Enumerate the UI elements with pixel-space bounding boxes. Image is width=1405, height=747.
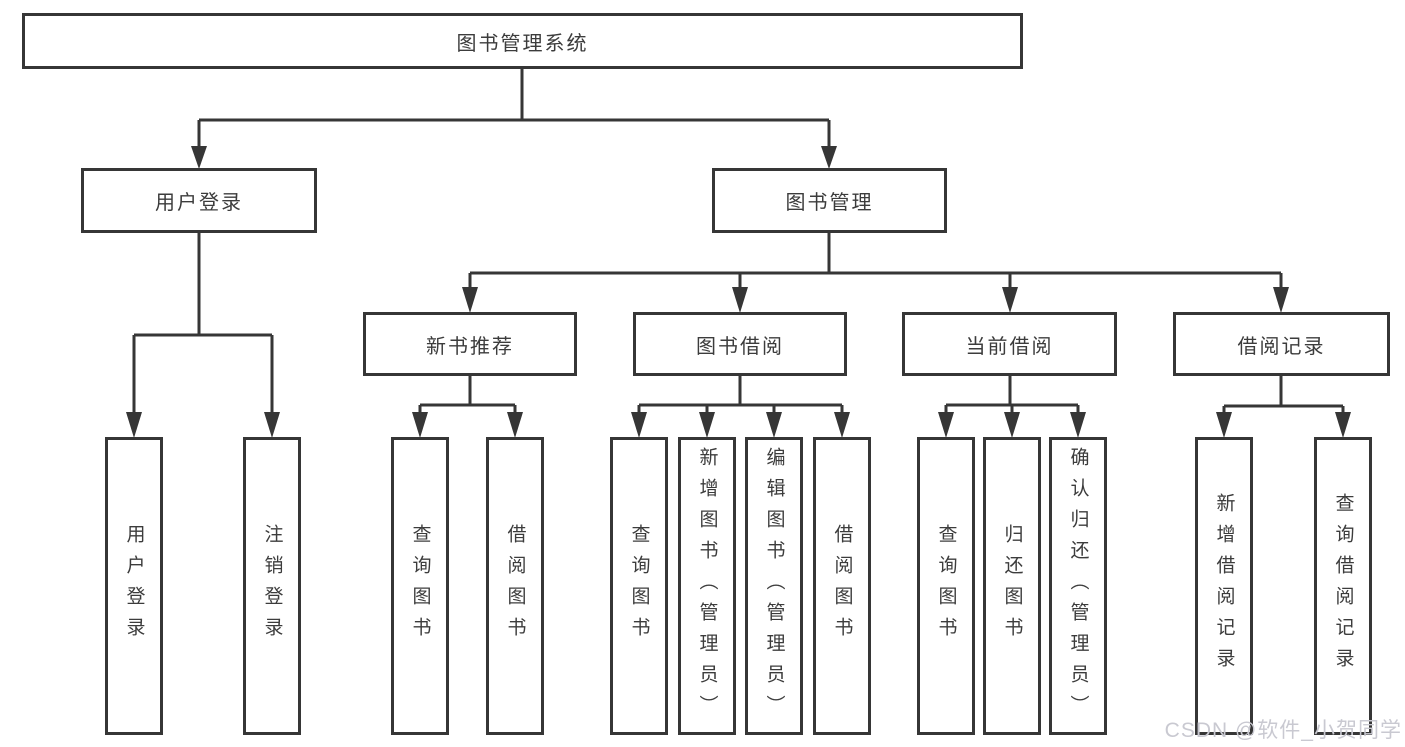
- node-current-borrow: 当前借阅: [902, 312, 1117, 376]
- connector-new-books-children: [412, 376, 523, 438]
- leaf-logout-label: 注销登录: [261, 524, 283, 648]
- leaf-query-books-newbooks: 查询图书: [391, 437, 449, 735]
- node-user-login-label: 用户登录: [155, 192, 243, 214]
- leaf-query-books-borrow-label: 查询图书: [628, 524, 650, 648]
- connector-borrow-records-children: [1216, 376, 1351, 438]
- node-borrow-records-label: 借阅记录: [1237, 335, 1326, 358]
- leaf-query-books-borrow: 查询图书: [610, 437, 668, 735]
- leaf-user-login-label: 用户登录: [123, 524, 145, 648]
- leaf-borrow-books-borrow: 借阅图书: [813, 437, 871, 735]
- leaf-logout: 注销登录: [243, 437, 301, 735]
- leaf-add-borrow-record-label: 新增借阅记录: [1213, 493, 1235, 679]
- leaf-query-books-current: 查询图书: [917, 437, 975, 735]
- leaf-user-login: 用户登录: [105, 437, 163, 735]
- node-user-login: 用户登录: [81, 168, 317, 233]
- connector-book-borrow-children: [631, 376, 850, 438]
- leaf-borrow-books-newbooks: 借阅图书: [486, 437, 544, 735]
- node-root-label: 图书管理系统: [456, 32, 589, 55]
- node-root: 图书管理系统: [22, 13, 1023, 69]
- node-new-books-label: 新书推荐: [426, 335, 514, 358]
- leaf-confirm-return-admin-label: 确认归还（管理员）: [1067, 446, 1089, 726]
- node-book-borrow-label: 图书借阅: [696, 335, 784, 358]
- leaf-edit-books-admin: 编辑图书（管理员）: [745, 437, 803, 735]
- leaf-return-books-label: 归还图书: [1001, 524, 1023, 648]
- leaf-borrow-books-newbooks-label: 借阅图书: [504, 524, 526, 648]
- leaf-add-books-admin: 新增图书（管理员）: [678, 437, 736, 735]
- node-current-borrow-label: 当前借阅: [965, 335, 1054, 358]
- leaf-confirm-return-admin: 确认归还（管理员）: [1049, 437, 1107, 735]
- connector-current-borrow-children: [938, 376, 1086, 438]
- leaf-query-borrow-record: 查询借阅记录: [1314, 437, 1372, 735]
- node-new-books: 新书推荐: [363, 312, 577, 376]
- connector-book-mgmt-to-level3: [462, 233, 1289, 313]
- leaf-borrow-books-borrow-label: 借阅图书: [831, 524, 853, 648]
- node-book-borrow: 图书借阅: [633, 312, 847, 376]
- connector-user-login-children: [126, 233, 280, 438]
- leaf-query-borrow-record-label: 查询借阅记录: [1332, 493, 1354, 679]
- csdn-watermark: CSDN @软件_小贺同学: [1164, 719, 1402, 742]
- leaf-return-books: 归还图书: [983, 437, 1041, 735]
- leaf-query-books-current-label: 查询图书: [935, 524, 957, 648]
- leaf-add-borrow-record: 新增借阅记录: [1195, 437, 1253, 735]
- connector-root-to-level2: [191, 69, 837, 169]
- node-borrow-records: 借阅记录: [1173, 312, 1390, 376]
- node-book-mgmt-label: 图书管理: [785, 192, 874, 214]
- leaf-query-books-newbooks-label: 查询图书: [409, 524, 431, 648]
- node-book-mgmt: 图书管理: [712, 168, 947, 233]
- leaf-add-books-admin-label: 新增图书（管理员）: [696, 446, 718, 726]
- leaf-edit-books-admin-label: 编辑图书（管理员）: [763, 446, 785, 726]
